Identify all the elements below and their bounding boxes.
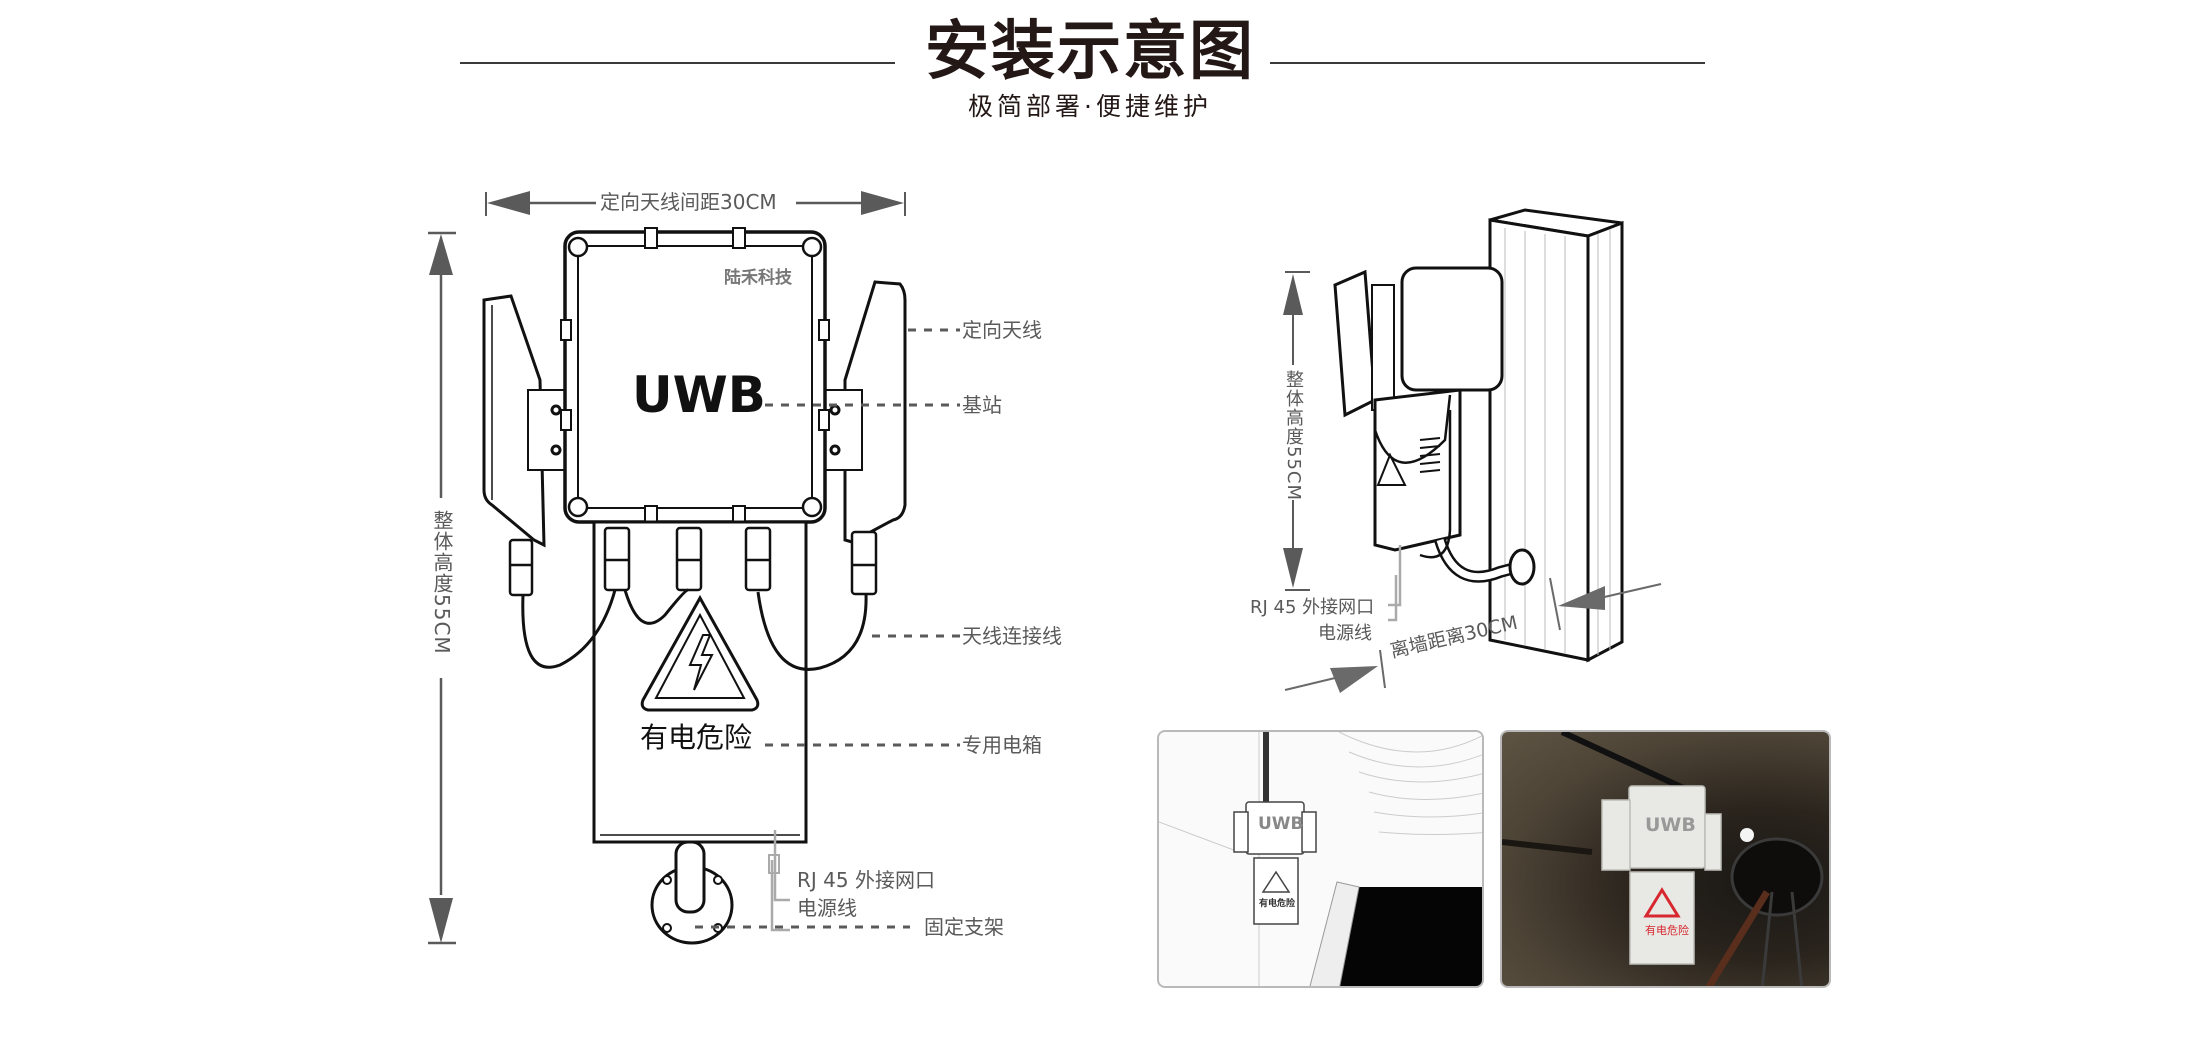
side-height-dimension-arrow: [1283, 271, 1310, 591]
photo-tunnel-drawing: UWB 有电危险: [1157, 730, 1484, 988]
callout-bracket: 固定支架: [924, 915, 1004, 939]
page-title: 安装示意图: [925, 15, 1255, 89]
title-rule-left: [460, 62, 895, 64]
photo1-warning-label: 有电危险: [1259, 899, 1296, 909]
side-base-station: [1333, 269, 1395, 418]
page-subtitle: 极简部署·便捷维护: [968, 92, 1212, 121]
callout-antenna: 定向天线: [962, 318, 1042, 342]
callout-leaders: [695, 328, 960, 929]
photo-tunnel-real: UWB 有电危险: [1500, 730, 1831, 988]
callout-rj45: RJ 45 外接网口: [797, 868, 935, 892]
side-callout-rj45: RJ 45 外接网口: [1250, 597, 1375, 618]
photo1-device-label: UWB: [1258, 814, 1304, 834]
callout-power-cable: 电源线: [797, 896, 857, 920]
mounting-bracket: [650, 840, 734, 945]
photo2-warning-label: 有电危险: [1645, 924, 1689, 937]
tunnel-real-scene: [1502, 732, 1824, 986]
title-rule-right: [1270, 62, 1705, 64]
cable-connectors: [508, 526, 878, 597]
base-station-box: [560, 227, 830, 527]
tunnel-drawing-scene: [1159, 732, 1482, 986]
width-dimension-label: 定向天线间距30CM: [600, 190, 777, 214]
side-cables: [1373, 394, 1452, 559]
width-dimension-arrow: [485, 191, 906, 216]
wall-distance-arrows: [1284, 577, 1662, 693]
wall-pillar: [1488, 208, 1624, 663]
rj45-power-leads: [768, 830, 790, 932]
side-height-dimension-label: 整体高度55CM: [1283, 370, 1304, 502]
side-power-box: [1373, 388, 1462, 552]
warning-label: 有电危险: [640, 721, 753, 754]
right-antenna: [821, 280, 907, 544]
callout-antenna-cable: 天线连接线: [962, 624, 1062, 648]
side-antenna: [1400, 266, 1504, 392]
side-callout-power-cable: 电源线: [1318, 623, 1372, 644]
device-label: UWB: [632, 366, 766, 424]
side-rj45-leads: [1388, 545, 1402, 622]
brand-label: 陆禾科技: [724, 268, 792, 288]
photo2-device-label: UWB: [1645, 814, 1696, 836]
antenna-cables: [521, 588, 868, 671]
height-dimension-arrow: [428, 231, 456, 945]
callout-power-box: 专用电箱: [962, 733, 1042, 757]
height-dimension-label: 整体高度55CM: [430, 510, 454, 655]
callout-base-station: 基站: [962, 393, 1002, 417]
